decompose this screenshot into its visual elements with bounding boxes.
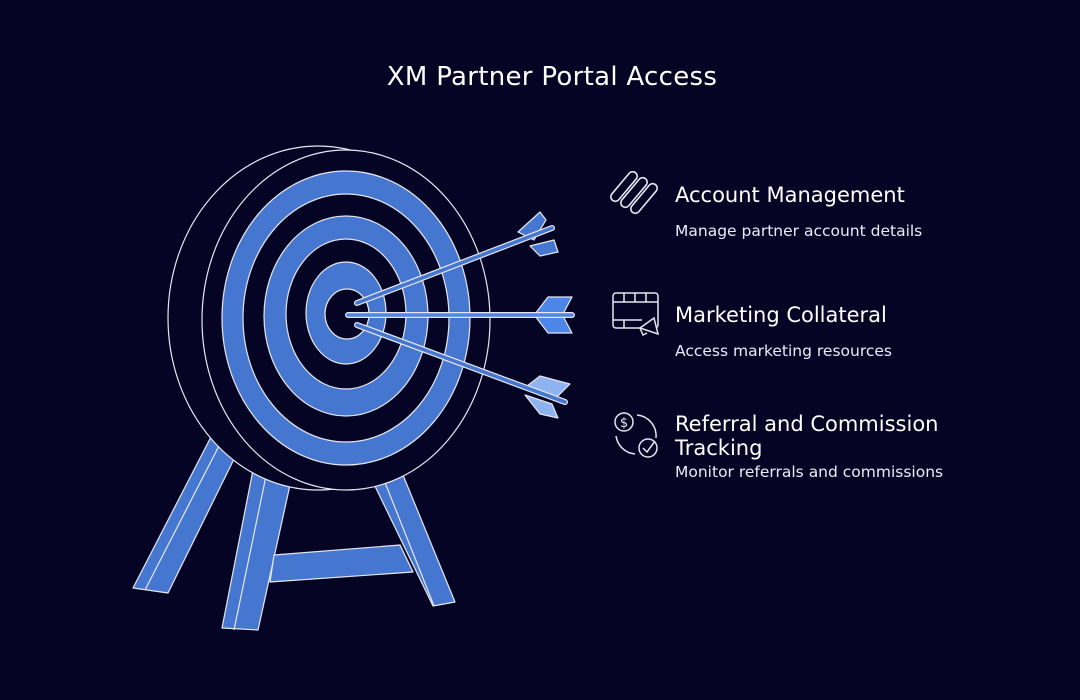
item-heading: Referral and Commission Tracking [675, 412, 939, 460]
item-description: Monitor referrals and commissions [675, 463, 944, 481]
page-title: XM Partner Portal Access [386, 62, 718, 92]
item-heading: Account Management [675, 183, 905, 207]
easel-legs [132, 432, 456, 631]
dollar-cycle-check-icon: $ [614, 412, 658, 458]
item-description: Access marketing resources [675, 342, 893, 360]
svg-text:$: $ [620, 416, 628, 431]
arrow-top [354, 211, 559, 306]
arrow-bottom [354, 322, 571, 419]
arrow-middle [345, 296, 575, 334]
paperclips-icon [610, 171, 658, 215]
calendar-megaphone-icon [612, 292, 660, 337]
item-description: Manage partner account details [675, 222, 923, 240]
item-heading: Marketing Collateral [675, 303, 887, 327]
